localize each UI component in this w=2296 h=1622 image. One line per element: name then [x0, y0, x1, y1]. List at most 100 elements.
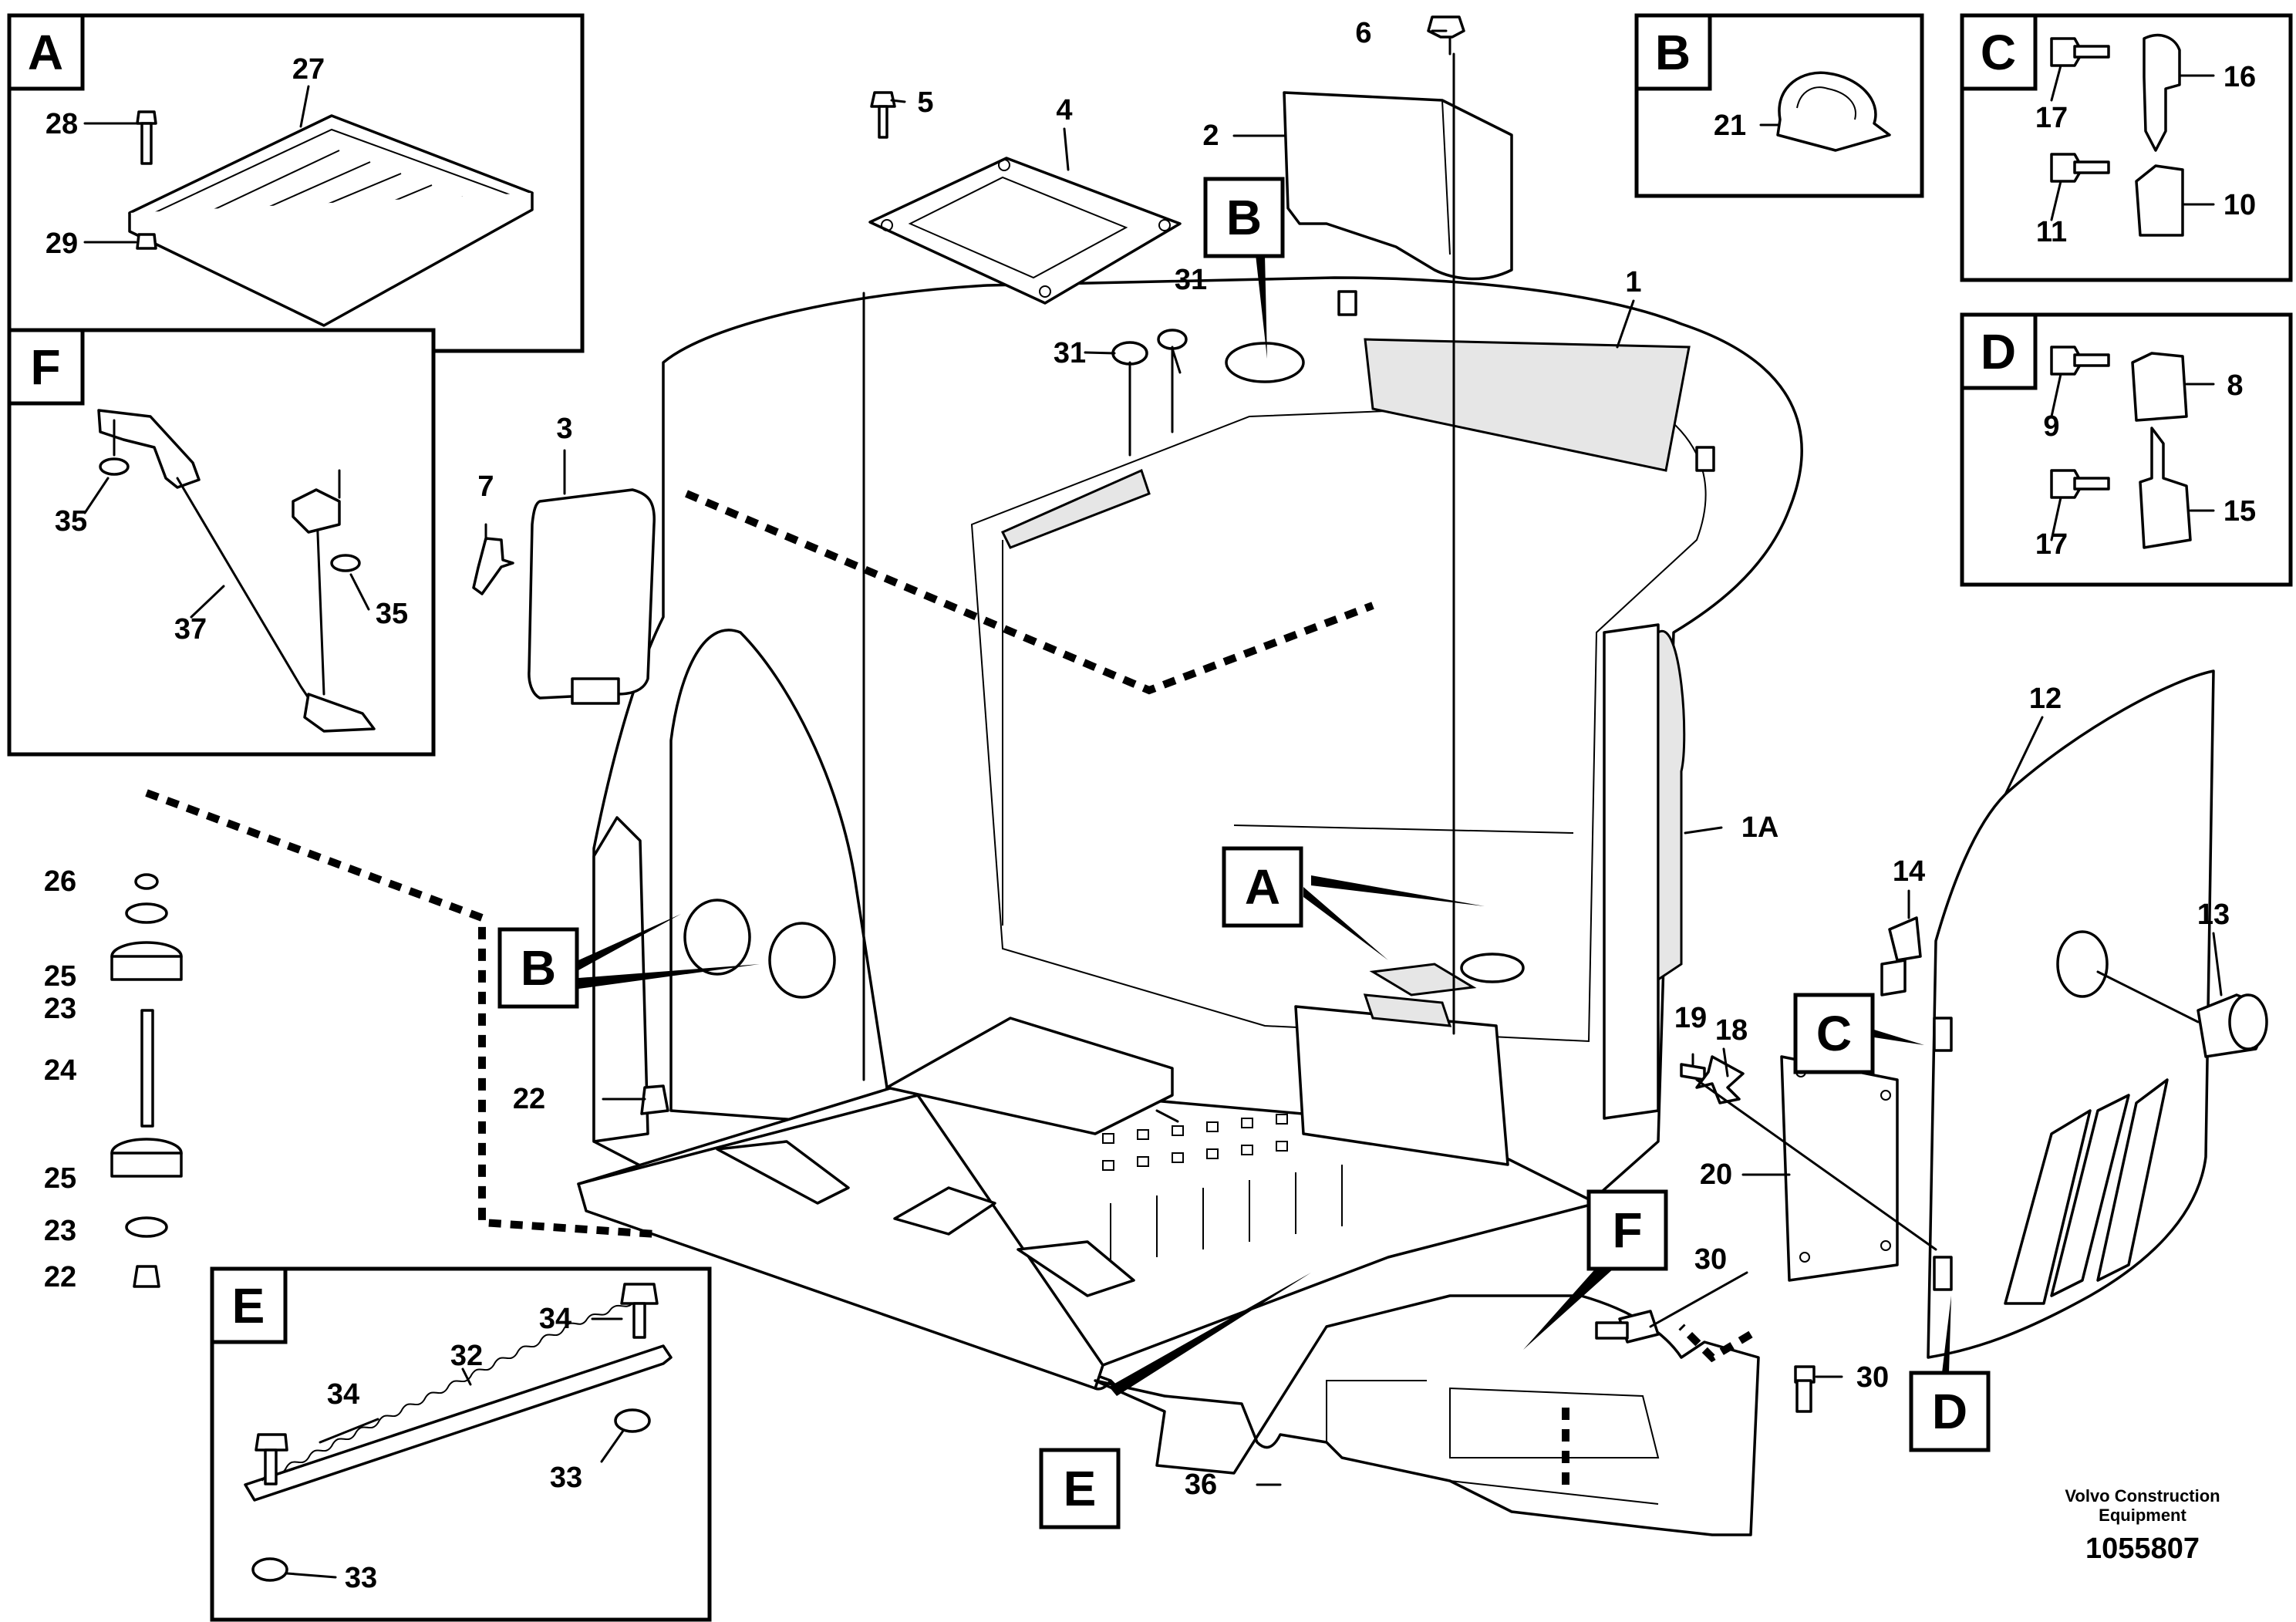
callout-15: 15: [2224, 495, 2256, 528]
underfloor-cover: [1094, 1294, 1760, 1536]
tag-c-main: C: [1816, 1006, 1852, 1061]
callout-1a: 1A: [1741, 811, 1779, 844]
callout-22-stack: 22: [44, 1261, 76, 1293]
callout-22-main: 22: [513, 1083, 545, 1115]
tag-c-inset: C: [1981, 25, 2016, 80]
callout-17-d: 17: [2035, 528, 2068, 561]
tag-pointers: [578, 255, 1951, 1396]
side-panel: [1927, 669, 2215, 1359]
tag-box-d-main: [1909, 1371, 1991, 1452]
callout-4: 4: [1056, 94, 1072, 126]
callout-9: 9: [2043, 410, 2059, 443]
callout-18: 18: [1715, 1014, 1748, 1047]
callout-25-top: 25: [44, 960, 76, 993]
callout-37: 37: [174, 613, 207, 646]
callout-36: 36: [1185, 1469, 1217, 1501]
callout-16: 16: [2224, 61, 2256, 93]
callout-32: 32: [450, 1340, 483, 1372]
company-line-2: Equipment: [2099, 1506, 2186, 1525]
tag-box-a-main: [1222, 846, 1303, 928]
callout-28: 28: [46, 108, 78, 140]
callout-35-right: 35: [376, 598, 408, 630]
floor-vents: [1102, 1114, 1343, 1265]
bolt-5: [870, 91, 896, 139]
tag-e-main: E: [1064, 1461, 1097, 1516]
footer: Volvo Construction Equipment 1055807: [2065, 1486, 2220, 1565]
tag-f-main: F: [1612, 1202, 1642, 1258]
tag-box-b-top: [1203, 177, 1285, 258]
bolt-30-a: [1595, 1310, 1660, 1344]
callout-34-left: 34: [327, 1378, 359, 1411]
tag-f-inset: F: [30, 339, 60, 395]
detail-tags: A B B C D E F A F B C D E: [7, 13, 2038, 1529]
clip: [1880, 916, 1922, 996]
callout-17-c: 17: [2035, 102, 2068, 134]
cab-body: [577, 276, 1803, 1391]
callout-7: 7: [477, 470, 494, 503]
callout-31-top: 31: [1175, 264, 1207, 296]
callout-35-left: 35: [55, 505, 87, 538]
rear-plate: [1780, 1055, 1899, 1282]
tag-box-b-left: [497, 927, 579, 1009]
callout-20: 20: [1700, 1158, 1732, 1191]
tag-box-d-inset: [1960, 312, 2038, 390]
floor-mat: [868, 157, 1182, 305]
tag-d-main: D: [1932, 1384, 1967, 1439]
inset-b: [1634, 13, 1924, 198]
knob: [1427, 15, 1465, 56]
small-door: [472, 488, 656, 705]
tag-box-c-main: [1793, 993, 1875, 1074]
callout-24: 24: [44, 1054, 76, 1087]
damper-stack: [110, 873, 183, 1288]
dashed-connectors: [145, 490, 1753, 1489]
company-line-1: Volvo Construction: [2065, 1486, 2220, 1506]
tag-box-e-inset: [210, 1266, 288, 1344]
callout-30-a: 30: [1694, 1243, 1727, 1276]
tag-b-inset: B: [1655, 25, 1691, 80]
bolt-30-b: [1794, 1365, 1816, 1413]
callout-26: 26: [44, 865, 76, 898]
callout-numbers: 1 1A 2 3 4 5 6 7 8 9 10 11 12 13 14 15 1…: [44, 17, 2256, 1594]
callout-27: 27: [292, 53, 325, 86]
callout-3: 3: [556, 413, 572, 445]
callout-21: 21: [1714, 110, 1746, 142]
nut-22-main: [640, 1084, 669, 1115]
callout-6: 6: [1355, 17, 1371, 49]
callout-1: 1: [1625, 266, 1641, 298]
callout-8: 8: [2227, 369, 2243, 402]
tag-box-b-inset: [1634, 13, 1712, 91]
tag-box-c-inset: [1960, 13, 2038, 91]
tag-box-e-main: [1039, 1448, 1121, 1529]
callout-13: 13: [2197, 899, 2230, 931]
inset-a: [7, 13, 585, 353]
tag-box-a-inset: [7, 13, 85, 91]
callout-10: 10: [2224, 189, 2256, 221]
callout-31-left: 31: [1054, 337, 1086, 369]
callout-30-b: 30: [1856, 1361, 1889, 1394]
callout-14: 14: [1893, 855, 1925, 888]
tag-a-main: A: [1245, 859, 1280, 915]
tag-a-inset: A: [28, 25, 63, 80]
callout-34-right: 34: [539, 1303, 571, 1335]
inset-e: [210, 1266, 712, 1622]
callout-12: 12: [2029, 683, 2062, 715]
callout-2: 2: [1202, 120, 1219, 152]
callout-29: 29: [46, 228, 78, 260]
drawing-number: 1055807: [2085, 1533, 2200, 1565]
callout-33-bottom: 33: [345, 1562, 377, 1594]
callout-25-bottom: 25: [44, 1162, 76, 1195]
fastener-19-18: [1680, 1055, 1745, 1104]
callout-23-bottom: 23: [44, 1215, 76, 1247]
callout-11: 11: [2036, 216, 2067, 248]
callout-23-top: 23: [44, 993, 76, 1025]
tag-box-f-inset: [7, 328, 85, 406]
tag-box-f-main: [1586, 1189, 1668, 1271]
tag-b-left: B: [521, 940, 556, 996]
tag-d-inset: D: [1981, 324, 2016, 379]
leader-lines: [484, 29, 2223, 1486]
callout-19: 19: [1674, 1002, 1707, 1034]
roof-cover: [1283, 91, 1513, 281]
tag-e-inset: E: [232, 1278, 265, 1334]
callout-33-right: 33: [550, 1462, 582, 1494]
